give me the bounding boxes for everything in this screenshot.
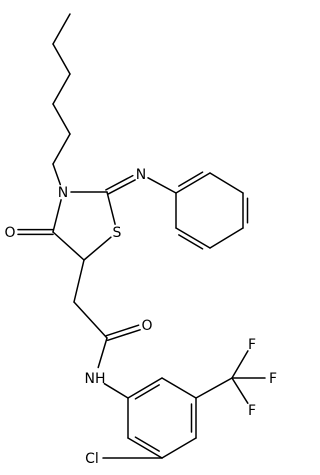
aromatic-inner-bond-line: [134, 436, 160, 452]
aromatic-inner-bond-line: [178, 171, 204, 187]
double-bond-line: [127, 377, 163, 399]
double-bond-line: [127, 437, 163, 459]
single-bond: [161, 437, 197, 459]
atom-label-n: N: [58, 185, 68, 201]
atom-label-cl: Cl: [85, 451, 99, 467]
double-bond-line: [107, 179, 136, 195]
atom-label-o: O: [141, 318, 152, 334]
single-bond: [52, 13, 71, 45]
double-bond-line: [106, 329, 141, 342]
atom-label-f: F: [248, 403, 256, 419]
single-bond: [209, 172, 244, 194]
single-bond: [231, 350, 249, 379]
aromatic-inner-bond-line: [178, 234, 204, 250]
single-bond: [106, 191, 116, 225]
single-bond: [52, 231, 85, 261]
single-bond: [73, 301, 108, 339]
single-bond: [147, 177, 177, 194]
single-bond: [231, 377, 249, 404]
single-bond: [52, 43, 71, 75]
single-bond: [52, 103, 71, 135]
double-bond-line: [105, 324, 140, 337]
double-bond-line: [105, 174, 134, 191]
atom-label-f: F: [269, 371, 277, 387]
single-bond: [52, 199, 62, 233]
bond-layer: [17, 13, 266, 459]
single-bond: [97, 337, 108, 369]
single-bond: [52, 73, 71, 105]
single-bond: [52, 163, 62, 186]
atom-label-n: N: [136, 167, 146, 183]
atom-label-o: O: [4, 225, 15, 241]
single-bond: [161, 377, 197, 399]
single-bond: [83, 236, 112, 261]
atom-label-s: S: [113, 225, 122, 241]
aromatic-inner-bond-line: [134, 384, 160, 400]
atom-label-nh: NH: [85, 371, 106, 387]
double-bond-line: [175, 227, 211, 249]
single-bond: [73, 259, 85, 303]
single-bond: [52, 133, 71, 165]
single-bond: [103, 382, 129, 399]
atom-label-f: F: [248, 337, 256, 353]
double-bond-line: [175, 172, 211, 194]
single-bond: [195, 377, 233, 399]
single-bond: [209, 227, 244, 249]
